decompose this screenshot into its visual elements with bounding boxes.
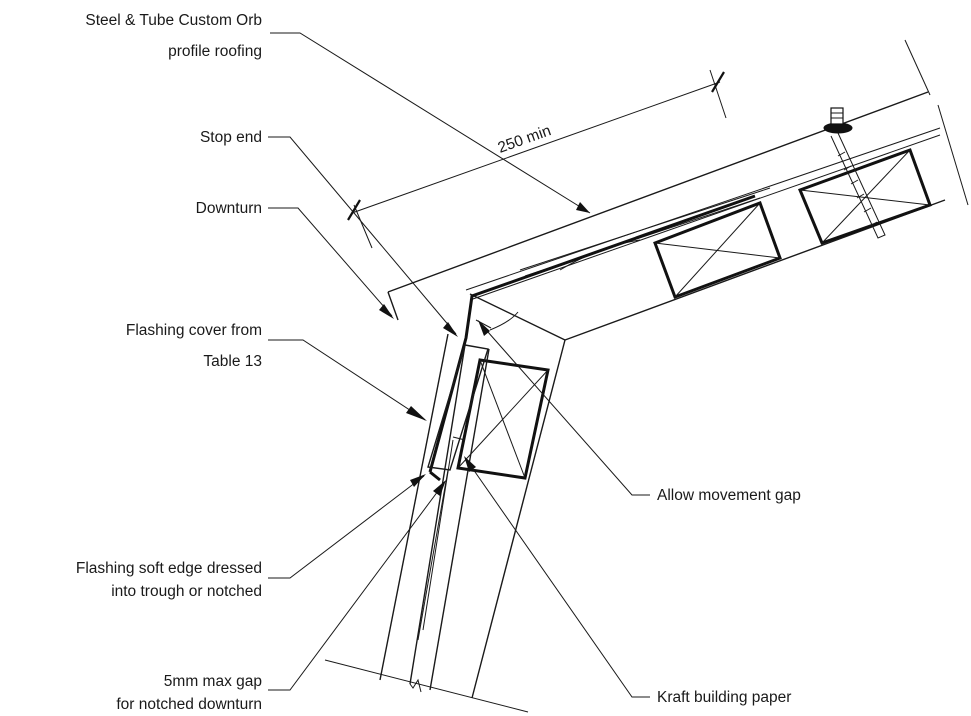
label-movement-gap: Allow movement gap [657, 487, 801, 504]
leader-max-gap [268, 480, 446, 691]
label-roofing-line2: profile roofing [168, 43, 262, 60]
leader-soft-edge [268, 474, 426, 579]
roofing-sheet [387, 127, 941, 321]
leader-roofing [270, 32, 591, 214]
leader-movement-gap [478, 320, 650, 496]
purlin-2 [798, 148, 932, 245]
leader-stop-end [268, 136, 458, 337]
label-soft-edge-line1: Flashing soft edge dressed [76, 560, 262, 577]
label-max-gap-line2: for notched downturn [116, 696, 262, 713]
wall-structure [324, 333, 566, 713]
ridge-flashing [428, 194, 756, 482]
leader-kraft-paper [464, 456, 650, 698]
label-downturn: Downturn [196, 200, 262, 217]
labels: Steel & Tube Custom Orb profile roofing … [76, 12, 801, 713]
label-flashing-cover-line2: Table 13 [203, 353, 262, 370]
label-max-gap-line1: 5mm max gap [164, 673, 262, 690]
purlin-1 [653, 201, 782, 299]
leader-flashing-cover [268, 339, 427, 421]
flashing-cover [427, 344, 489, 471]
movement-gap-arc [475, 311, 519, 331]
screw-fastener-icon [823, 107, 886, 239]
purlin-3 [456, 358, 550, 480]
label-soft-edge-line2: into trough or notched [111, 583, 262, 600]
label-flashing-cover-line1: Flashing cover from [126, 322, 262, 339]
label-stop-end: Stop end [200, 129, 262, 146]
leader-downturn [268, 207, 394, 319]
label-roofing-line1: Steel & Tube Custom Orb [85, 12, 262, 29]
label-kraft-paper: Kraft building paper [657, 689, 791, 706]
